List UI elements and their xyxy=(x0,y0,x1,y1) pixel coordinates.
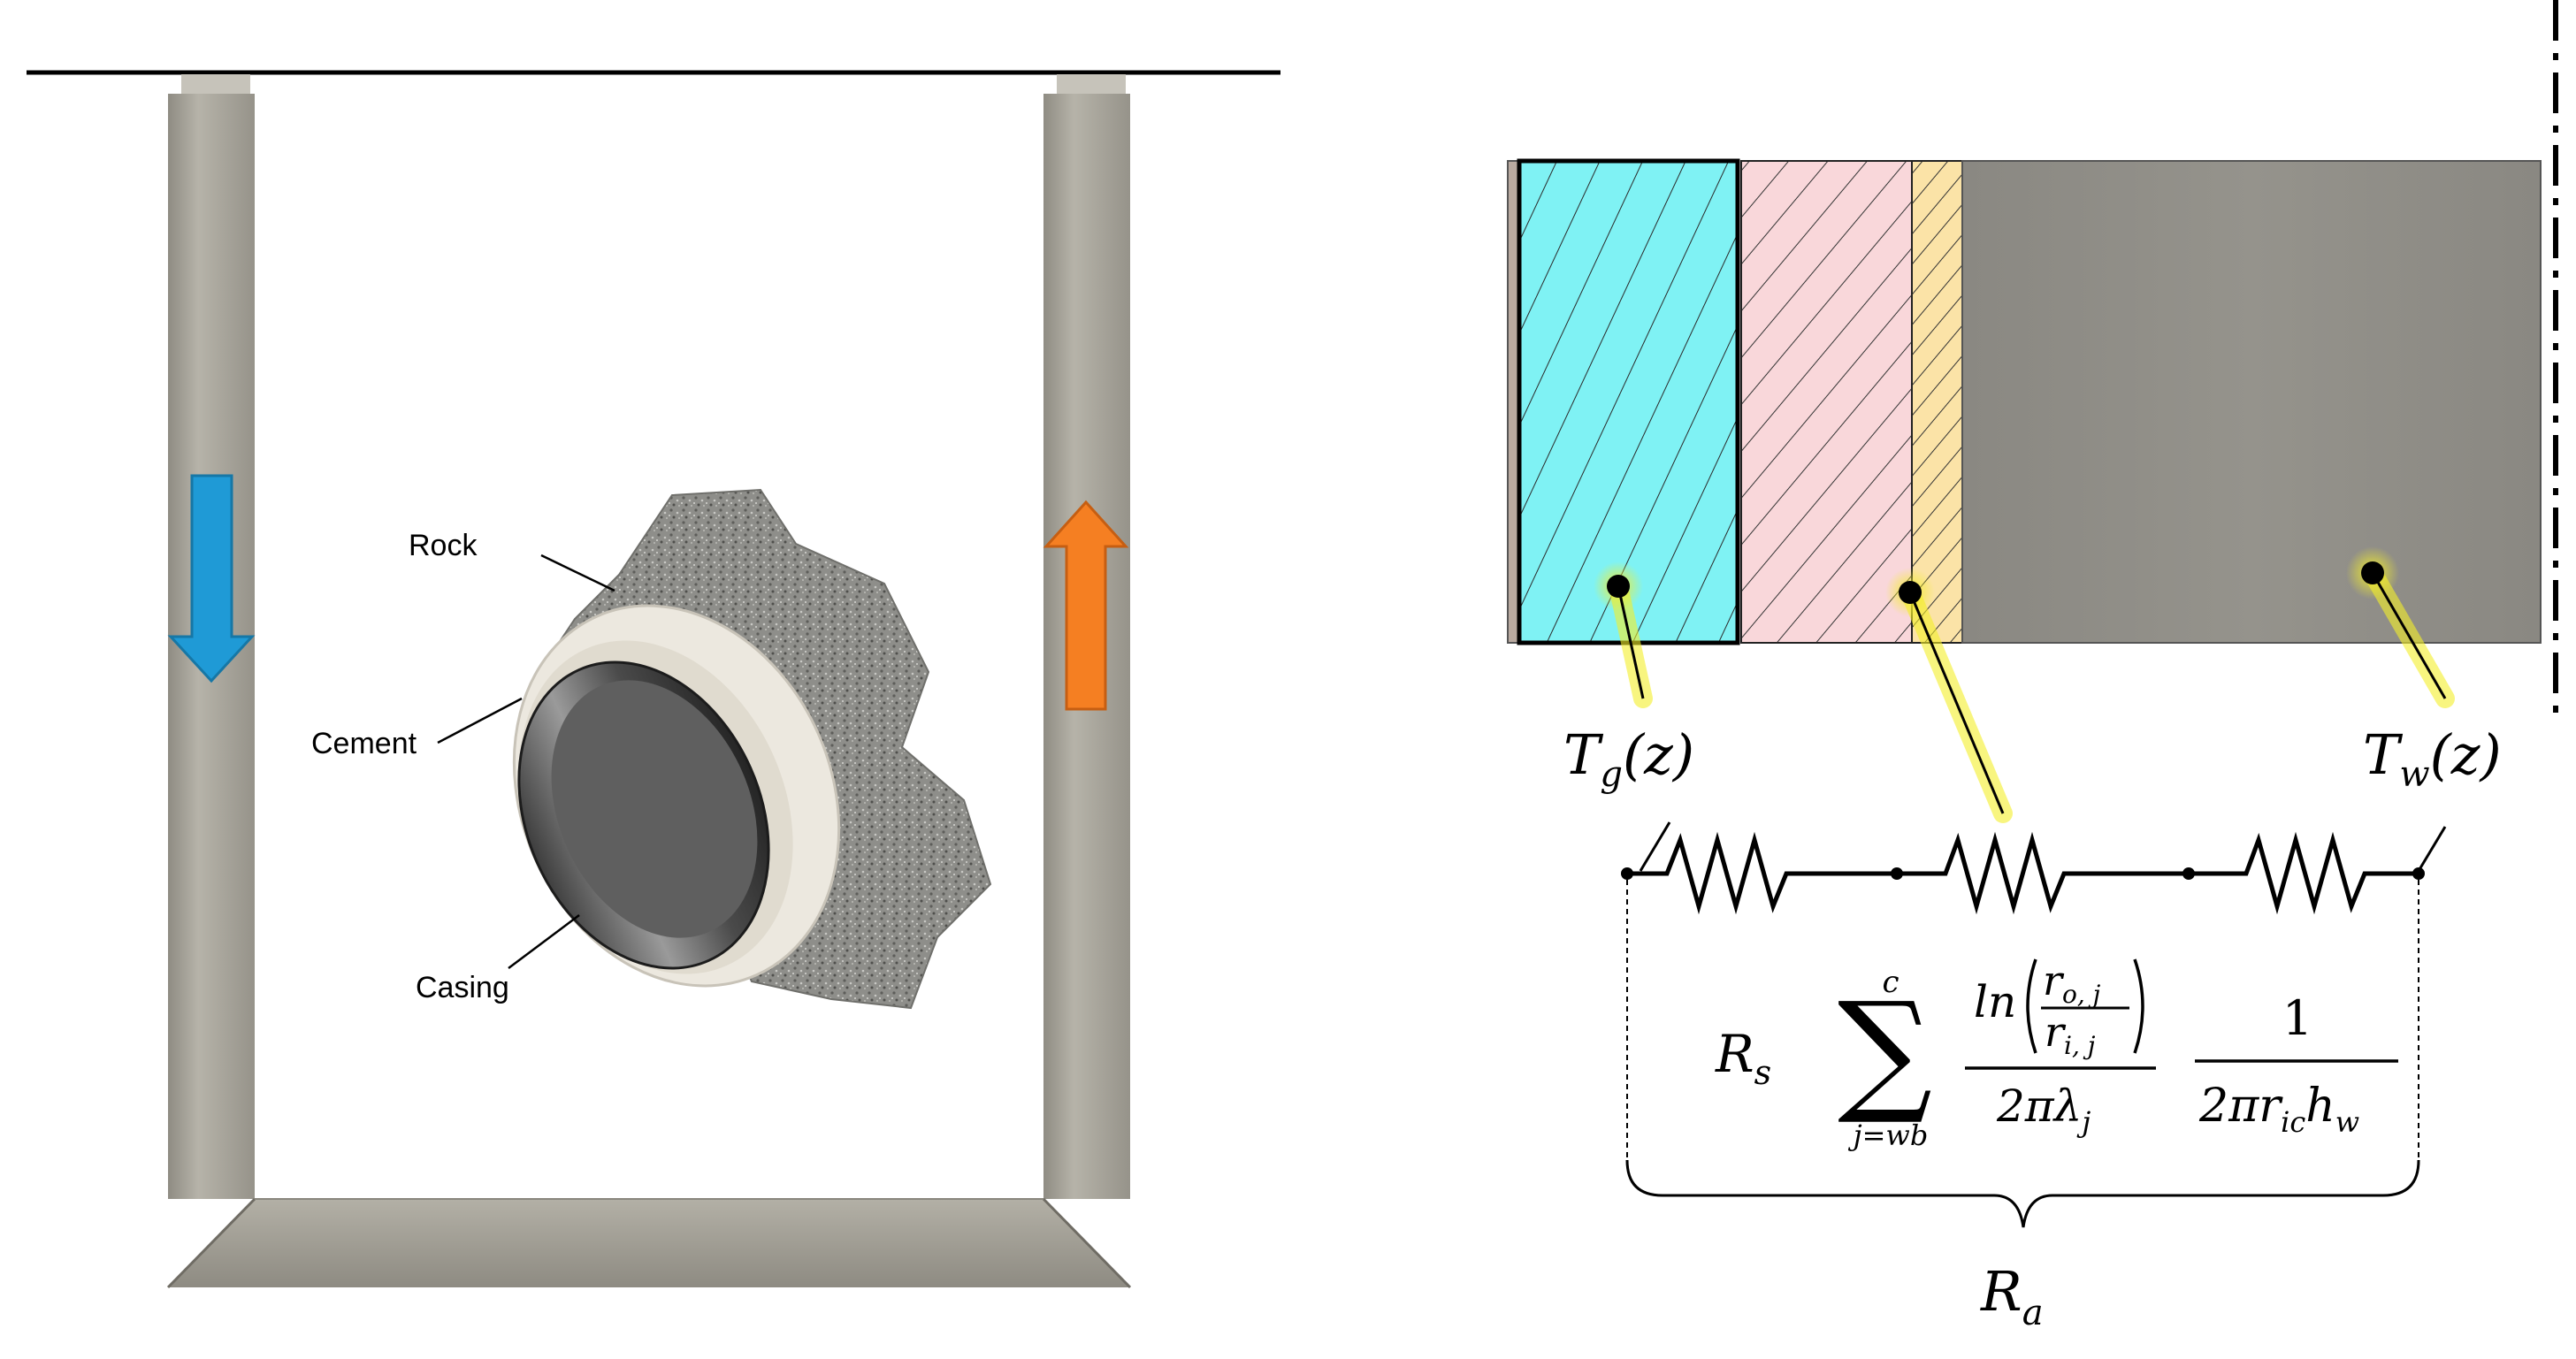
total-resistance-symbol: Ra xyxy=(1980,1259,2044,1333)
conduction-denominator: 2πλj xyxy=(1996,1080,2091,1139)
ground-temp-pointer xyxy=(1617,585,1645,699)
fluid-temp-pointer xyxy=(2371,572,2447,699)
network-node-3 xyxy=(2182,867,2195,880)
casing-label: Casing xyxy=(416,971,509,1004)
up-arrow-icon xyxy=(1043,500,1129,711)
fluid-temperature-label: Tw(z) xyxy=(2363,722,2502,795)
summation-symbol: ∑ xyxy=(1838,974,1932,1128)
bottom-pipe-edge-left xyxy=(166,1197,256,1289)
conduction-resistor-icon xyxy=(1897,831,2189,915)
right-pipe-cap xyxy=(1057,74,1126,94)
rock-leader-line xyxy=(540,554,615,592)
casing-leader-line xyxy=(508,914,580,969)
total-resistance-brace xyxy=(1625,1159,2420,1228)
cement-leader-line xyxy=(437,697,523,744)
fluid-region xyxy=(1961,160,2542,644)
convection-resistor-icon xyxy=(2189,831,2419,915)
soil-resistance-symbol: Rs xyxy=(1715,1024,1771,1092)
borehole-section-illustration xyxy=(512,488,992,1010)
rock-layer-hatch xyxy=(1519,161,1738,643)
cement-layer-hatch xyxy=(1741,161,1912,643)
ln-function: ln xyxy=(1974,976,2016,1027)
thermal-cross-section: Tg(z) Tw(z) Rs ∑ c j=wb ln xyxy=(1507,0,2558,1333)
network-node-4 xyxy=(2412,867,2425,880)
casing-temp-node xyxy=(1899,581,1922,604)
rock-label: Rock xyxy=(409,529,478,562)
casing-temp-pointer xyxy=(1908,592,2005,814)
network-node-1 xyxy=(1621,867,1633,880)
network-lead-left xyxy=(1639,821,1671,872)
convection-denominator: 2πrichw xyxy=(2198,1080,2359,1139)
inner-radius: ri, j xyxy=(2045,1008,2096,1060)
summation-upper-limit: c xyxy=(1882,965,1899,1000)
bottom-pipe xyxy=(168,1199,1130,1287)
ln-close-paren xyxy=(2133,958,2144,1054)
casing-layer-hatch xyxy=(1912,161,1962,643)
ln-open-paren xyxy=(2026,958,2037,1054)
network-lead-right xyxy=(2417,826,2447,872)
down-arrow-icon xyxy=(167,474,256,683)
network-node-2 xyxy=(1891,867,1903,880)
u-tube-heat-exchanger: Rock Cement Casing xyxy=(27,70,1280,1289)
conduction-resistance-formula: ∑ c j=wb ln ro, j ri, j 2πλj xyxy=(1838,957,2156,1152)
left-pipe-cap xyxy=(181,74,250,94)
fluid-temp-node xyxy=(2361,561,2384,584)
ground-temperature-label: Tg(z) xyxy=(1563,722,1694,795)
summation-lower-limit: j=wb xyxy=(1848,1119,1929,1152)
soil-resistor-icon xyxy=(1627,831,1897,915)
casing-interior xyxy=(551,680,758,938)
outer-radius: ro, j xyxy=(2043,957,2101,1009)
ground-temp-node xyxy=(1607,575,1630,598)
cement-label: Cement xyxy=(311,727,417,760)
bottom-pipe-edge-right xyxy=(1042,1197,1132,1289)
convection-numerator: 1 xyxy=(2282,990,2312,1046)
convection-resistance-formula: 1 2πrichw xyxy=(2195,990,2398,1139)
thermal-resistance-network xyxy=(1621,821,2447,1160)
